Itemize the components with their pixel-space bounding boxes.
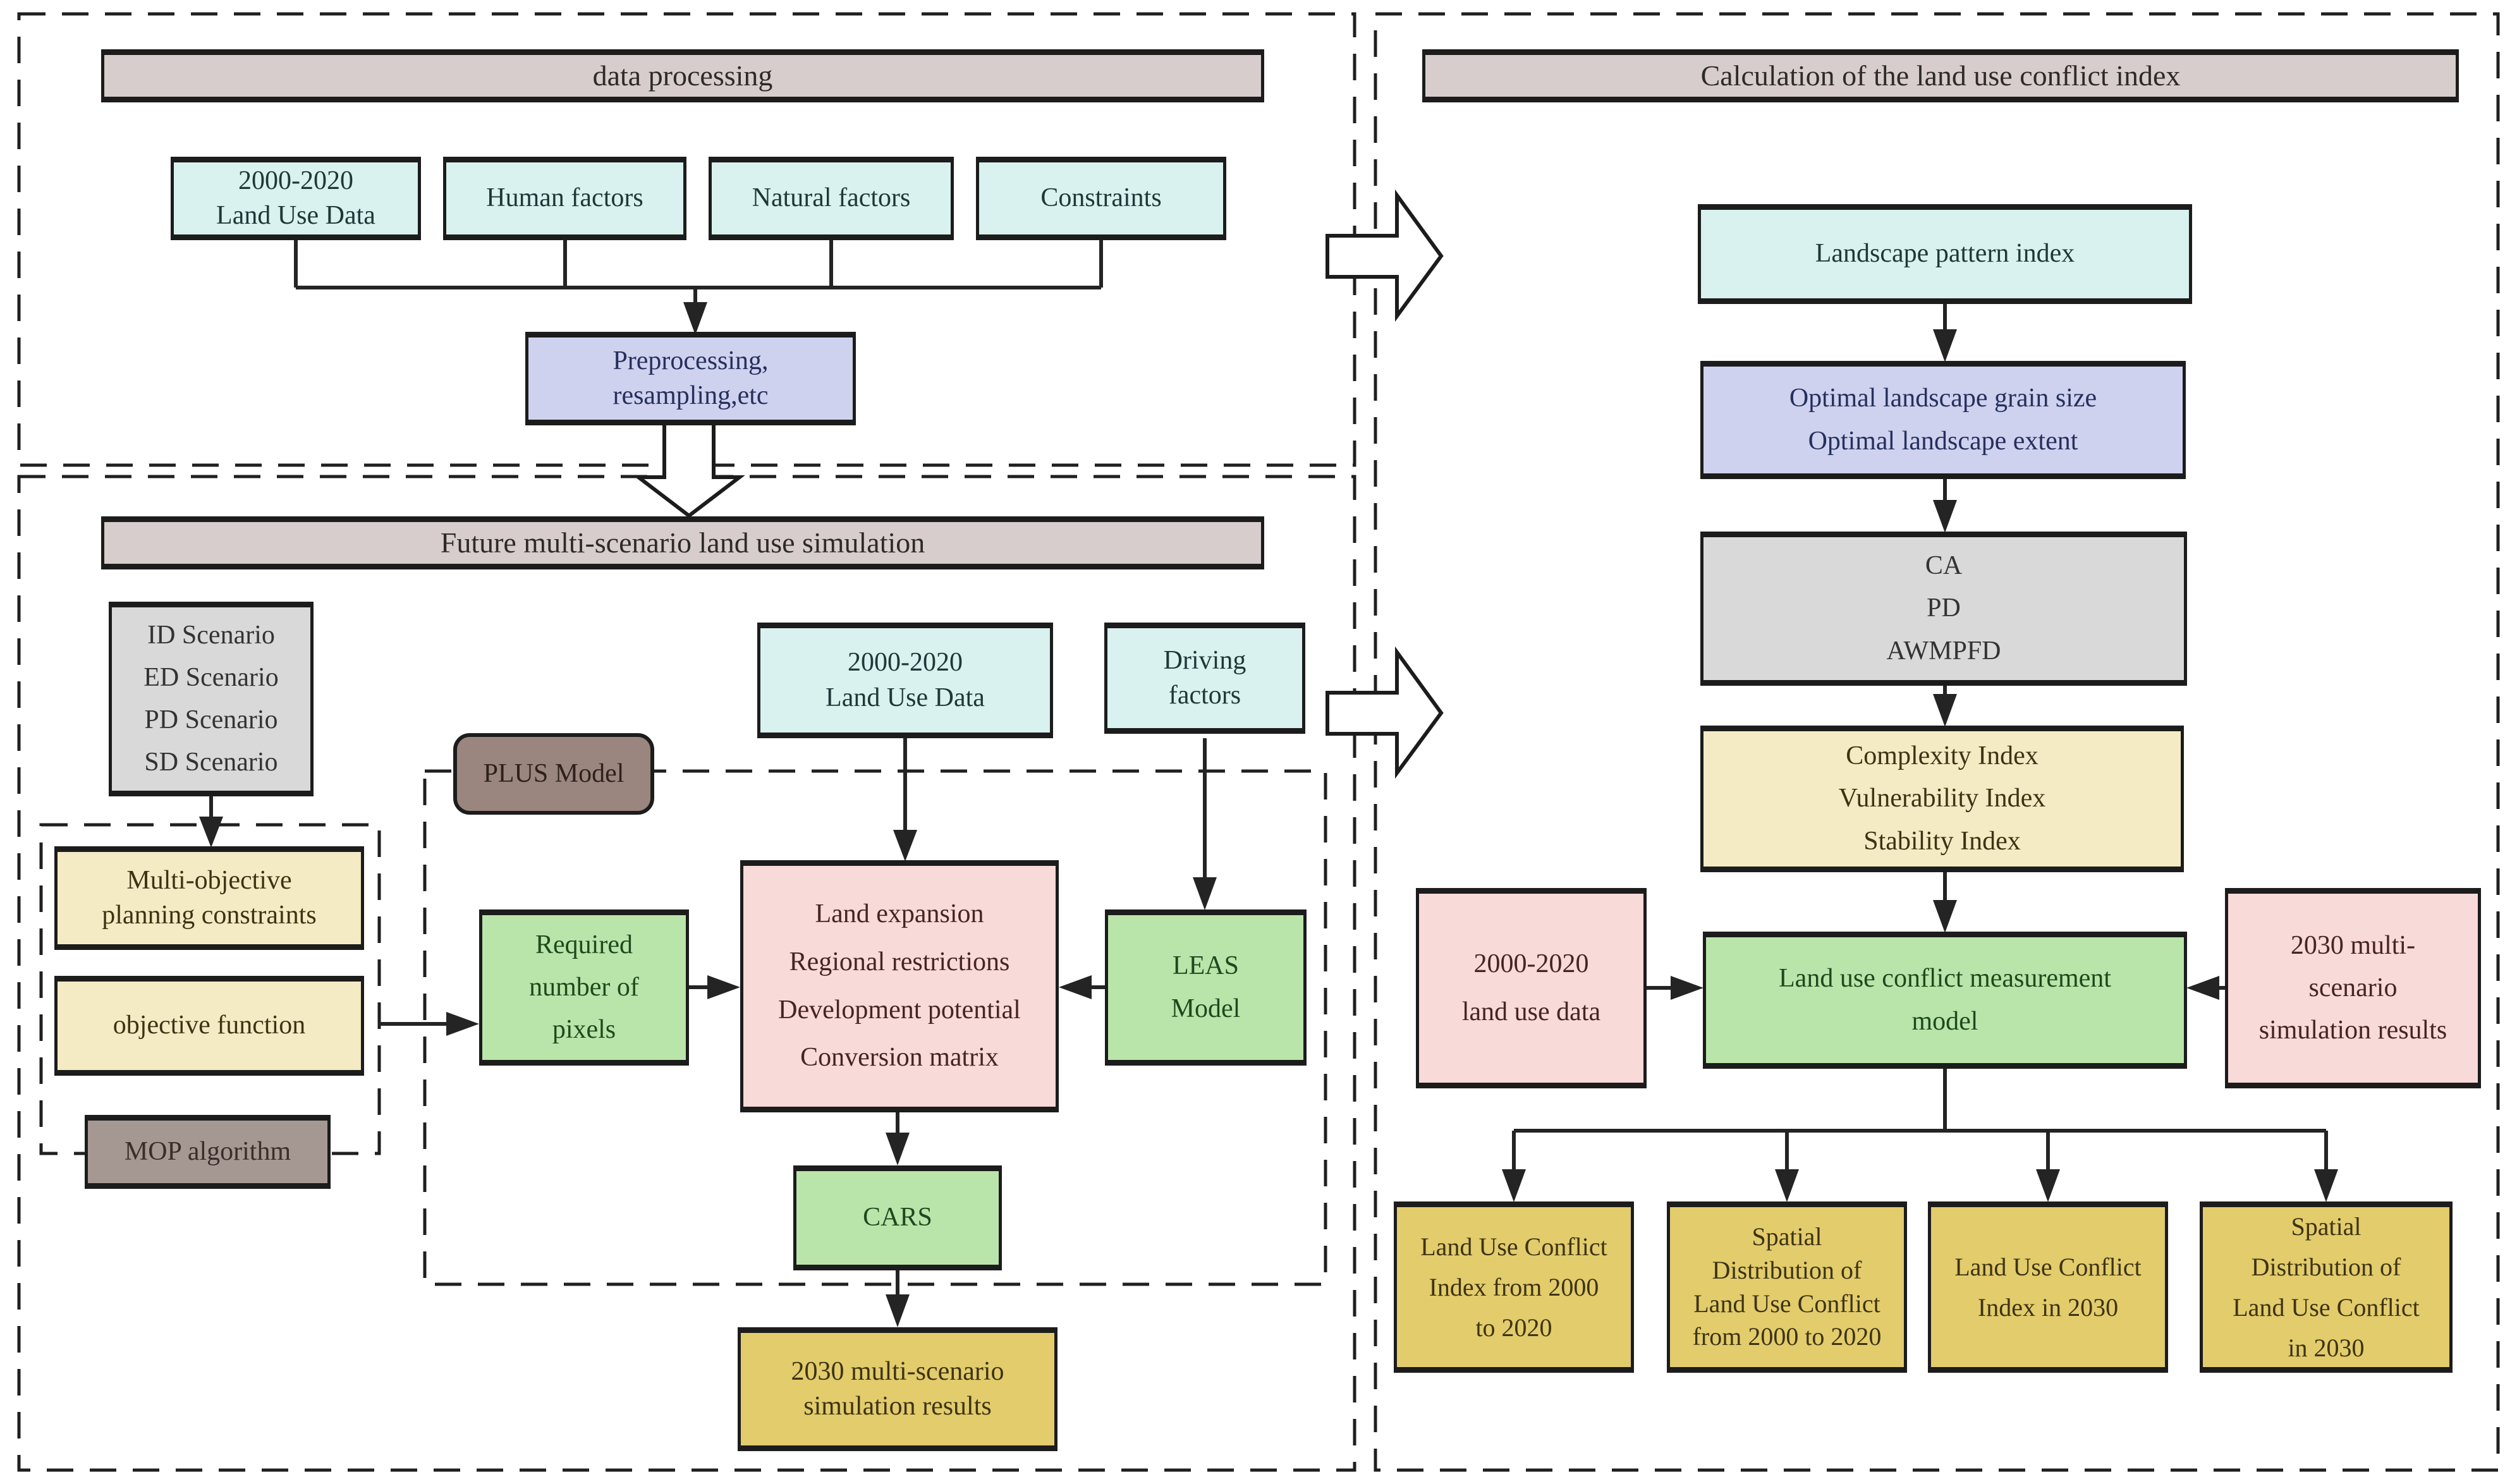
node-land-use-data-top: 2000-2020 Land Use Data	[171, 157, 421, 240]
node-land-expansion: Land expansion Regional restrictions Dev…	[740, 860, 1059, 1112]
node-mop-algorithm: MOP algorithm	[85, 1115, 331, 1189]
flow-arrow-down	[633, 422, 745, 518]
header-data-processing: data processing	[101, 49, 1264, 102]
node-indices: Complexity Index Vulnerability Index Sta…	[1700, 726, 2184, 872]
node-objective-function: objective function	[54, 976, 364, 1076]
header-conflict-index: Calculation of the land use conflict ind…	[1422, 49, 2459, 102]
node-plus-model: PLUS Model	[453, 733, 654, 815]
node-leas-model: LEAS Model	[1105, 909, 1307, 1066]
node-optimal-landscape: Optimal landscape grain size Optimal lan…	[1700, 361, 2186, 479]
node-sim-results-right: 2030 multi- scenario simulation results	[2225, 888, 2481, 1088]
node-multi-objective-constraints: Multi-objective planning constraints	[54, 846, 364, 950]
header-future-simulation: Future multi-scenario land use simulatio…	[101, 516, 1264, 569]
node-out-spatial-2000-2020: Spatial Distribution of Land Use Conflic…	[1667, 1201, 1907, 1373]
node-land-use-data-right: 2000-2020 land use data	[1416, 888, 1647, 1088]
node-driving-factors: Driving factors	[1104, 623, 1305, 734]
flow-arrow-right-middle	[1326, 646, 1444, 779]
node-human-factors: Human factors	[443, 157, 686, 240]
node-out-spatial-2030: Spatial Distribution of Land Use Conflic…	[2200, 1201, 2453, 1373]
node-ca-pd-awmpfd: CA PD AWMPFD	[1700, 532, 2187, 686]
node-required-pixels: Required number of pixels	[479, 909, 689, 1066]
node-cars: CARS	[793, 1165, 1002, 1270]
node-scenarios: ID Scenario ED Scenario PD Scenario SD S…	[109, 602, 314, 796]
flow-arrow-right-top	[1326, 189, 1444, 322]
node-natural-factors: Natural factors	[709, 157, 954, 240]
node-out-index-2030: Land Use Conflict Index in 2030	[1928, 1201, 2168, 1373]
node-land-use-data-mid: 2000-2020 Land Use Data	[757, 623, 1053, 738]
node-sim-results-2030: 2030 multi-scenario simulation results	[738, 1327, 1057, 1451]
node-conflict-measurement-model: Land use conflict measurement model	[1703, 932, 2187, 1069]
node-landscape-pattern-index: Landscape pattern index	[1698, 204, 2192, 304]
node-out-index-2000-2020: Land Use Conflict Index from 2000 to 202…	[1394, 1201, 1634, 1373]
node-constraints: Constraints	[976, 157, 1226, 240]
node-preprocessing: Preprocessing, resampling,etc	[525, 332, 856, 425]
